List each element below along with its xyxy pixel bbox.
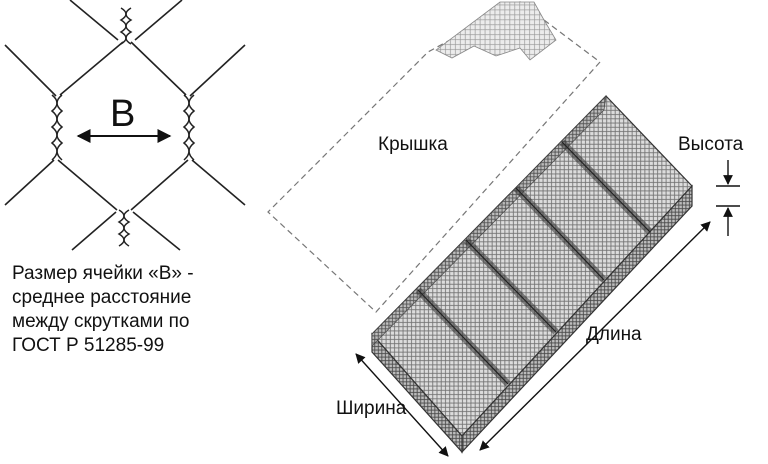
mesh-twist-joints [50, 7, 196, 247]
lid-label: Крышка [378, 134, 448, 155]
caption-line: Размер ячейки «В» - [12, 263, 194, 284]
length-label: Длина [586, 324, 642, 345]
height-dimension [716, 160, 740, 236]
length-arrow [479, 221, 711, 451]
cell-size-caption: Размер ячейки «В» - среднее расстояние м… [12, 262, 272, 358]
lid-outline [267, 1, 601, 313]
width-arrow [355, 353, 449, 457]
cell-size-label: B [110, 93, 135, 135]
hex-mesh-cell [4, 0, 246, 251]
width-label: Ширина [336, 398, 407, 419]
height-label: Высота [678, 134, 744, 155]
caption-line: среднее расстояние [12, 287, 192, 308]
caption-line: между скрутками по [12, 311, 190, 332]
caption-line: ГОСТ Р 51285-99 [12, 335, 165, 356]
